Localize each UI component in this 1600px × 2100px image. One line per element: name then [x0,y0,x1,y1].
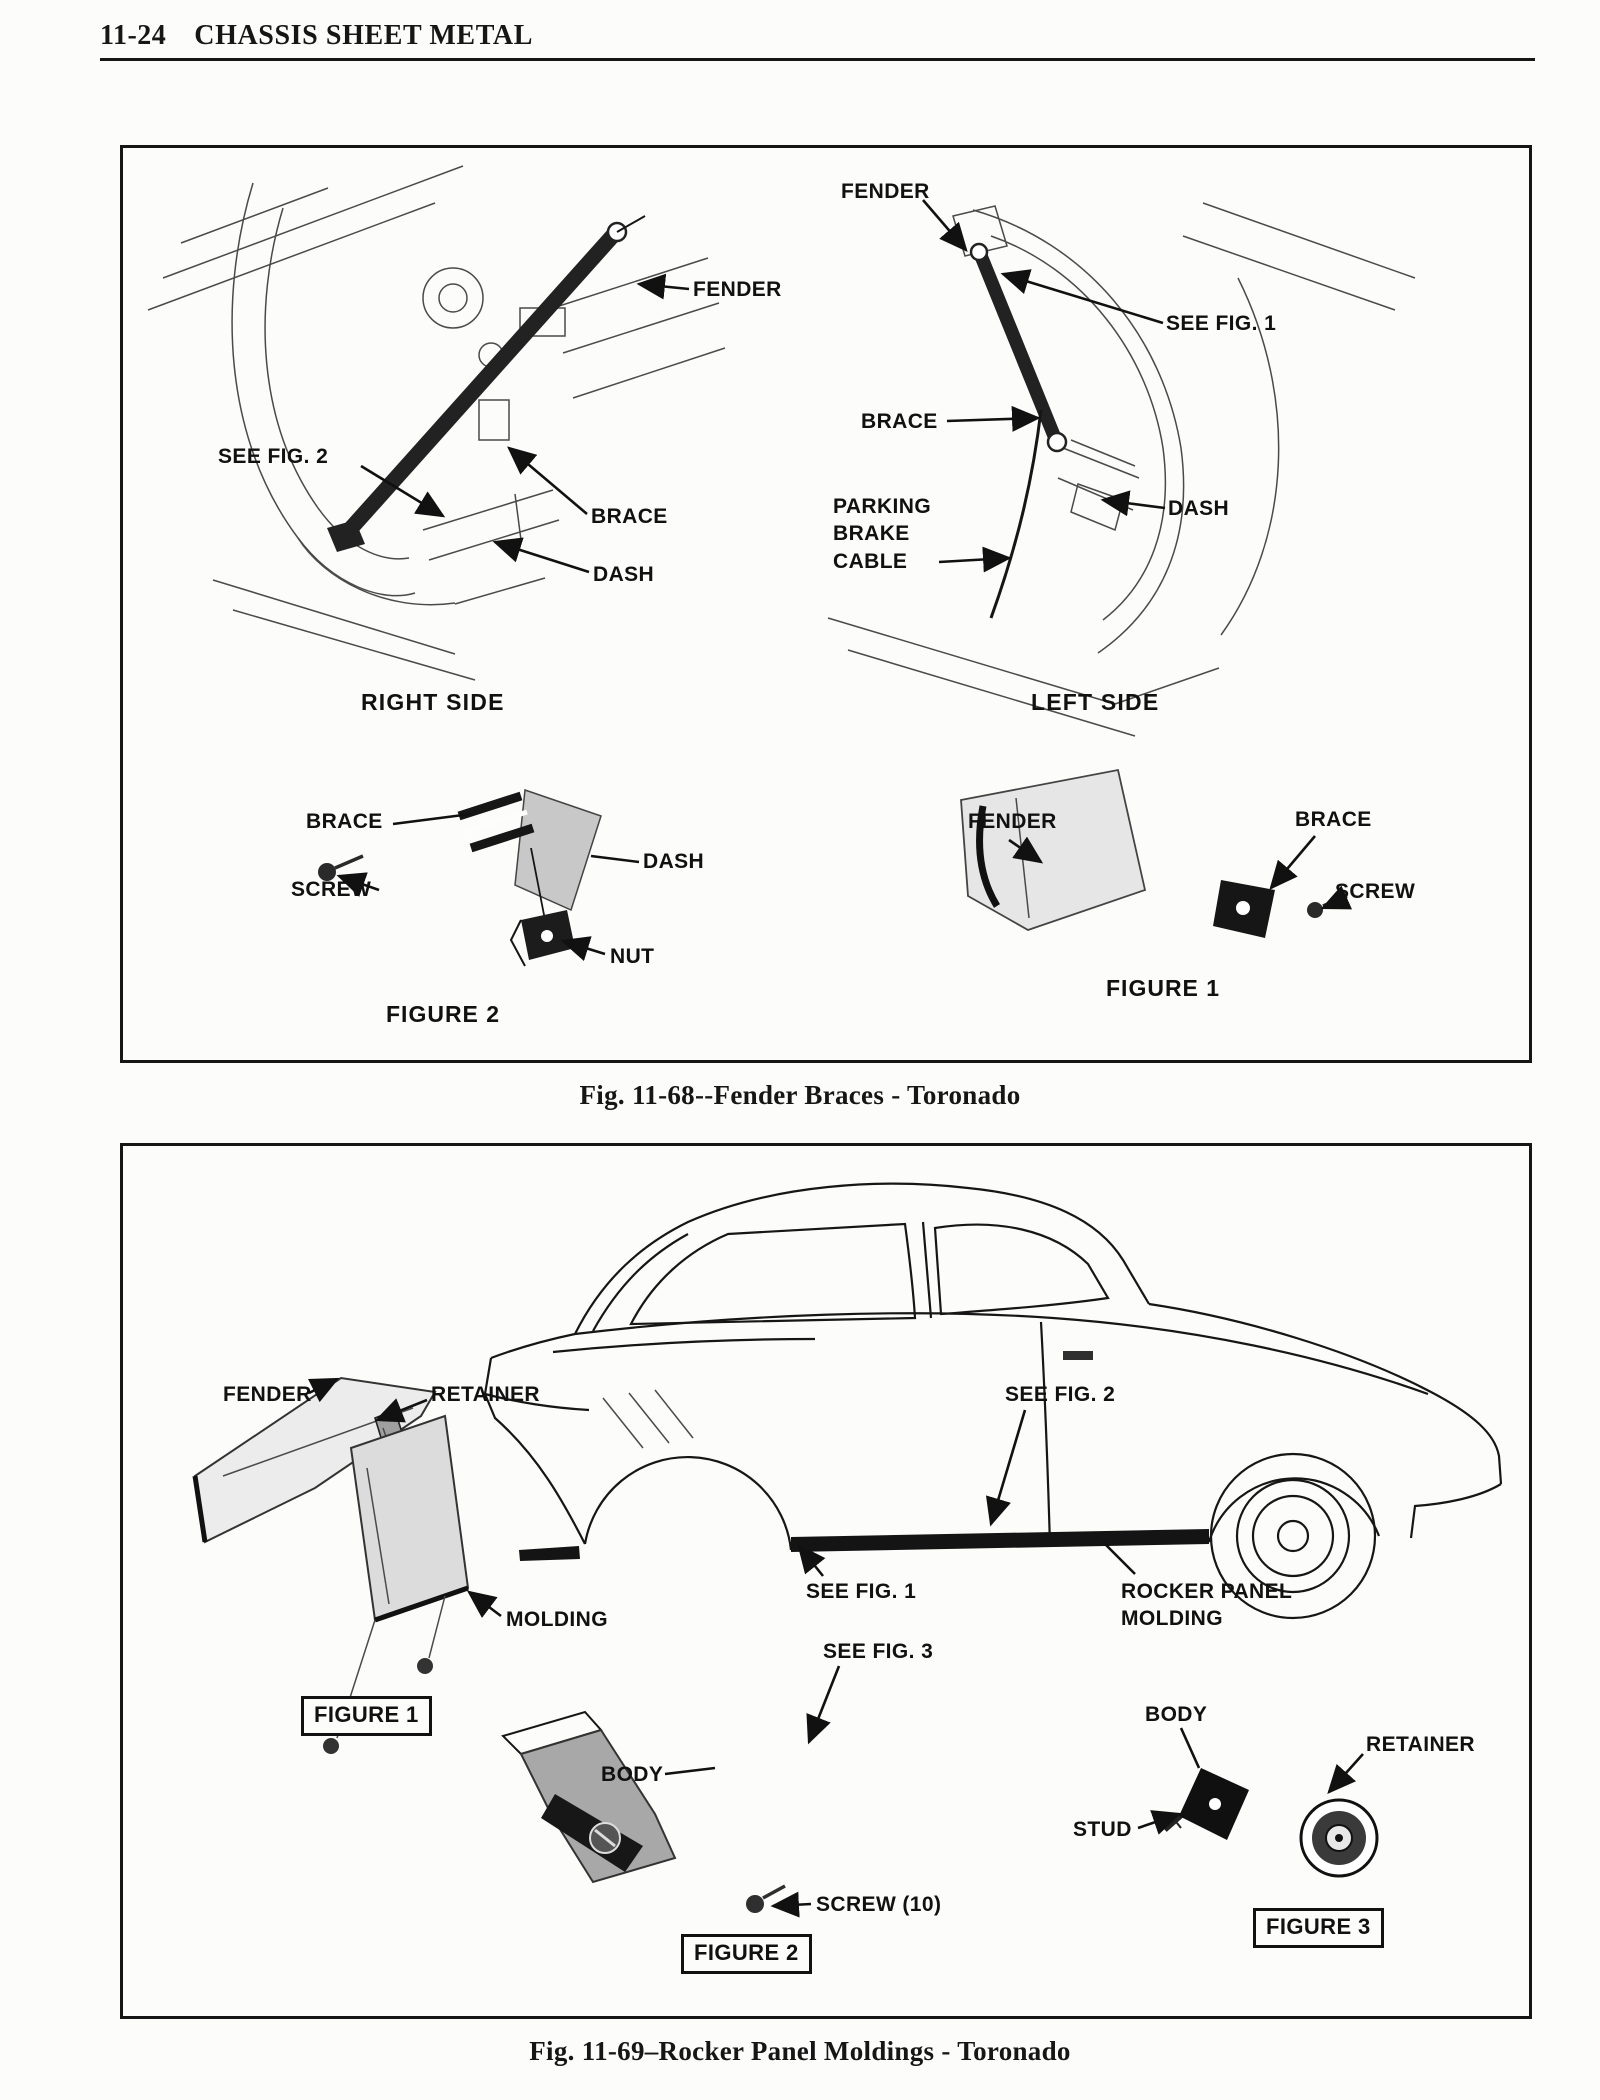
car-side-view [483,1182,1503,1620]
figure2-title-box: FIGURE 2 [681,1934,812,1974]
callout-see-fig-2: SEE FIG. 2 [1005,1383,1116,1406]
right-side-brace-part [327,215,646,552]
header-rule [100,58,1535,61]
callout-retainer: RETAINER [431,1383,540,1406]
callout-see-fig-1: SEE FIG. 1 [1166,312,1277,335]
figure2-title: FIGURE 2 [386,1001,501,1027]
fig2-detail-sketch [501,1710,786,1913]
callout-brace-right: BRACE [591,505,668,528]
left-side-sketch [827,202,1416,737]
leader-lines [307,1377,1364,1918]
figure3-title-box: FIGURE 3 [1253,1908,1384,1948]
callout-body-fig2: BODY [601,1763,664,1786]
rocker-panel-moldings-drawing [192,1182,1503,1918]
callout-see-fig-1: SEE FIG. 1 [806,1580,917,1603]
callout-retainer-fig3: RETAINER [1366,1733,1475,1756]
right-side-title: RIGHT SIDE [361,689,505,715]
callout-fender: FENDER [223,1383,312,1406]
page-header: 11-24 CHASSIS SHEET METAL [100,20,1535,52]
callout-body-fig3: BODY [1145,1703,1208,1726]
callout-nut-fig2: NUT [610,945,655,968]
fig3-detail-sketch [1163,1768,1379,1878]
callout-dash-fig2: DASH [643,850,705,873]
callout-fender-left: FENDER [841,180,930,203]
figure-11-68-panel: FENDER SEE FIG. 2 BRACE DASH RIGHT SIDE … [120,145,1532,1063]
page-number: 11-24 [100,20,167,51]
fig68-caption: Fig. 11-68--Fender Braces - Toronado [579,1080,1021,1110]
callout-fender-right: FENDER [693,278,782,301]
left-side-title: LEFT SIDE [1031,689,1160,715]
right-side-sketch [147,165,726,681]
callout-screw-fig2: SCREW (10) [816,1893,942,1916]
rocker-molding-strip [519,1529,1209,1561]
figure1-title-box: FIGURE 1 [301,1696,432,1736]
callout-dash-left: DASH [1168,497,1230,520]
callout-rocker-panel-molding: ROCKER PANEL MOLDING [1121,1580,1293,1631]
fender-braces-drawing [147,165,1416,967]
figure-11-69-panel: FENDER RETAINER MOLDING FIGURE 1 SEE FIG… [120,1143,1532,2019]
callout-molding: MOLDING [506,1608,608,1631]
callout-see-fig-2: SEE FIG. 2 [218,445,329,468]
callout-brace-fig1: BRACE [1295,808,1372,831]
figure1-title: FIGURE 1 [1106,975,1221,1001]
parking-brake-cable-line [989,409,1043,619]
callout-dash-right: DASH [593,563,655,586]
callout-brace-left: BRACE [861,410,938,433]
callout-parking-brake-cable: PARKING BRAKE CABLE [833,495,932,573]
page-title: CHASSIS SHEET METAL [194,20,533,51]
figure1-detail-sketch [960,768,1348,938]
fig69-caption: Fig. 11-69–Rocker Panel Moldings - Toron… [529,2036,1071,2066]
callout-brace-fig2: BRACE [306,810,383,833]
callout-stud-fig3: STUD [1073,1818,1132,1841]
callout-screw-fig1: SCREW [1335,880,1416,903]
callout-fender-fig1: FENDER [968,810,1057,833]
leader-lines [336,199,1353,962]
callout-see-fig-3: SEE FIG. 3 [823,1640,934,1663]
callout-screw-fig2: SCREW [291,878,372,901]
left-side-brace-part [969,242,1068,619]
